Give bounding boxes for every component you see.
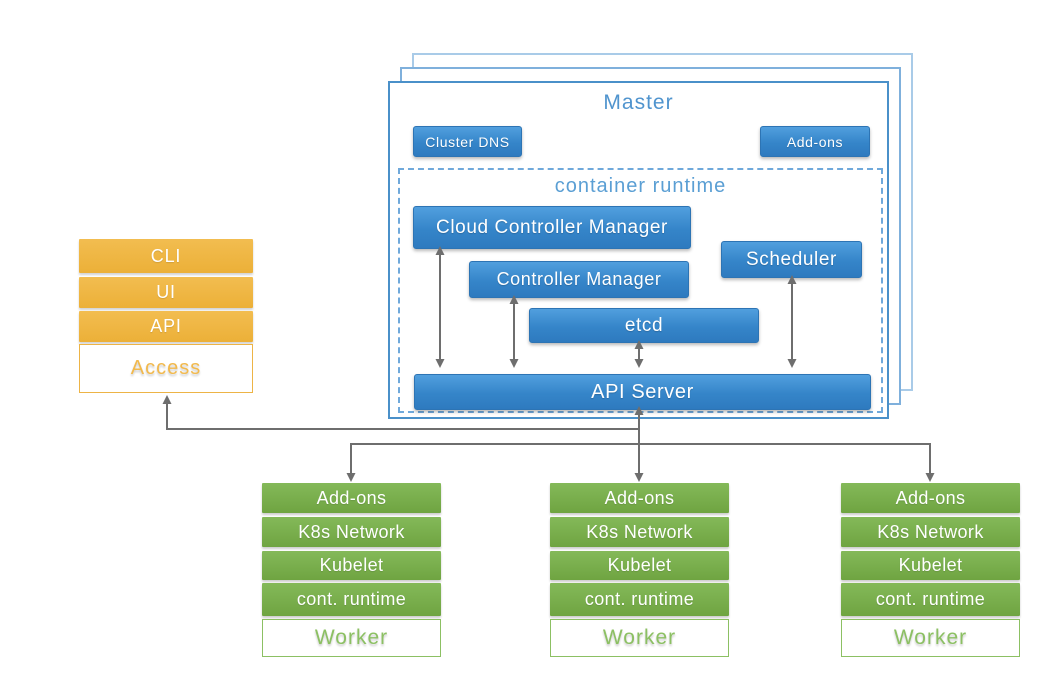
worker1-layer-kubelet: Kubelet <box>262 551 441 580</box>
worker2-layer-kubelet: Kubelet <box>550 551 729 580</box>
worker2-layer-addons: Add-ons <box>550 483 729 513</box>
worker3-layer-cont-runtime: cont. runtime <box>841 583 1020 616</box>
controller-manager-box: Controller Manager <box>469 261 689 298</box>
worker1-layer-cont-runtime: cont. runtime <box>262 583 441 616</box>
worker3-layer-addons: Add-ons <box>841 483 1020 513</box>
worker-node-1: Add-ons K8s Network Kubelet cont. runtim… <box>262 483 441 657</box>
worker2-layer-k8s-network: K8s Network <box>550 517 729 547</box>
worker3-layer-kubelet: Kubelet <box>841 551 1020 580</box>
worker2-base-box: Worker <box>550 619 729 657</box>
container-runtime-title: container runtime <box>554 175 727 197</box>
worker1-layer-addons: Add-ons <box>262 483 441 513</box>
cloud-controller-manager-box: Cloud Controller Manager <box>413 206 691 249</box>
master-title: Master <box>603 91 674 114</box>
master-addons-box: Add-ons <box>760 126 870 157</box>
etcd-box: etcd <box>529 308 759 343</box>
connector-apiserver-worker3 <box>639 443 935 482</box>
worker1-layer-k8s-network: K8s Network <box>262 517 441 547</box>
container-runtime-box: container runtime Cloud Controller Manag… <box>398 168 883 413</box>
worker1-base-box: Worker <box>262 619 441 657</box>
access-stack: CLI UI API Access <box>79 239 253 393</box>
worker3-base-box: Worker <box>841 619 1020 657</box>
api-server-box: API Server <box>414 374 871 410</box>
master-node-box: Master Cluster DNS Add-ons container run… <box>388 81 889 419</box>
worker-node-2: Add-ons K8s Network Kubelet cont. runtim… <box>550 483 729 657</box>
access-layer-api: API <box>79 311 253 342</box>
scheduler-box: Scheduler <box>721 241 862 278</box>
access-base-box: Access <box>79 344 253 393</box>
worker-node-3: Add-ons K8s Network Kubelet cont. runtim… <box>841 483 1020 657</box>
cluster-dns-box: Cluster DNS <box>413 126 522 157</box>
worker2-layer-cont-runtime: cont. runtime <box>550 583 729 616</box>
worker3-layer-k8s-network: K8s Network <box>841 517 1020 547</box>
access-layer-cli: CLI <box>79 239 253 273</box>
access-layer-ui: UI <box>79 277 253 308</box>
connector-apiserver-worker1 <box>346 443 639 482</box>
